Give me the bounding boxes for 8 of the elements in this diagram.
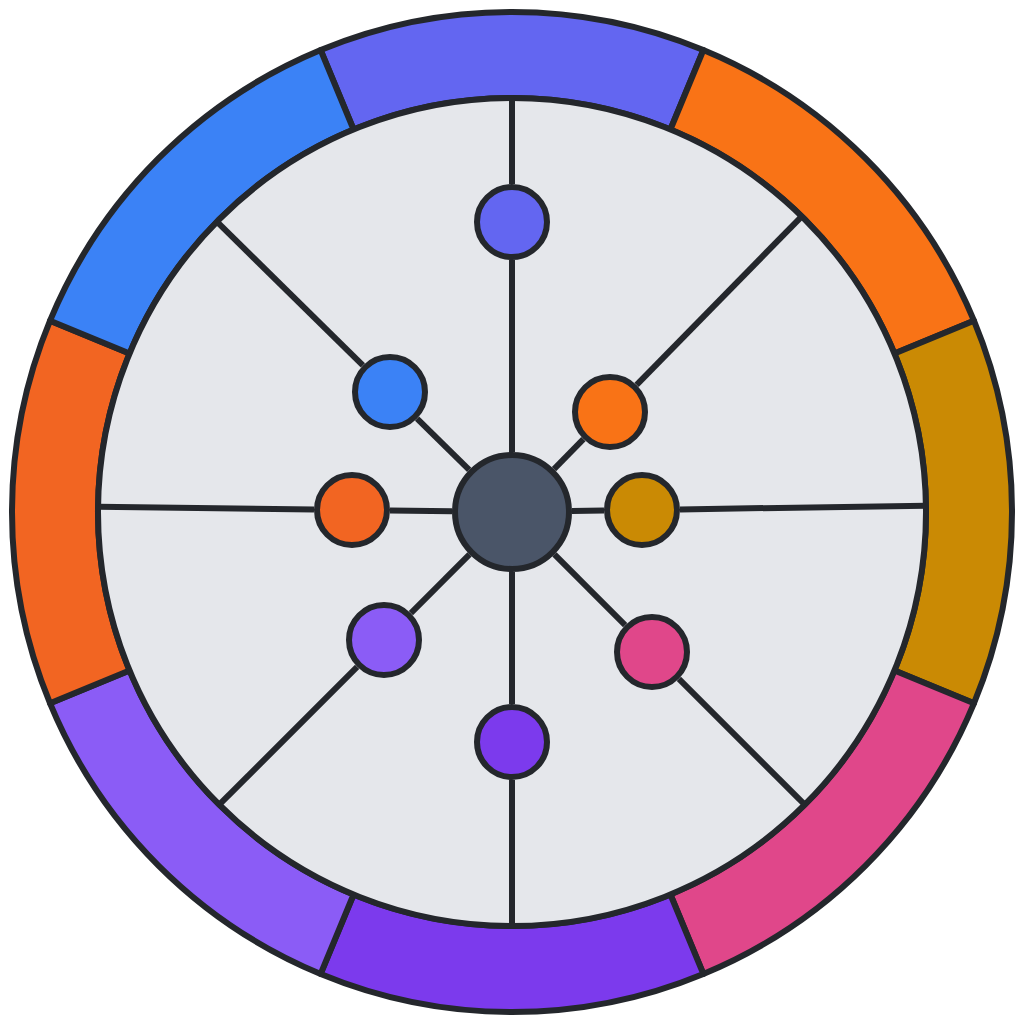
connector-line	[408, 552, 472, 616]
connector-line	[415, 416, 472, 473]
connector-line	[571, 507, 605, 515]
connector-line	[551, 437, 586, 472]
connector-line	[389, 507, 453, 515]
connector-line	[552, 552, 628, 628]
connector-line	[509, 572, 515, 704]
connector-line	[509, 260, 515, 452]
